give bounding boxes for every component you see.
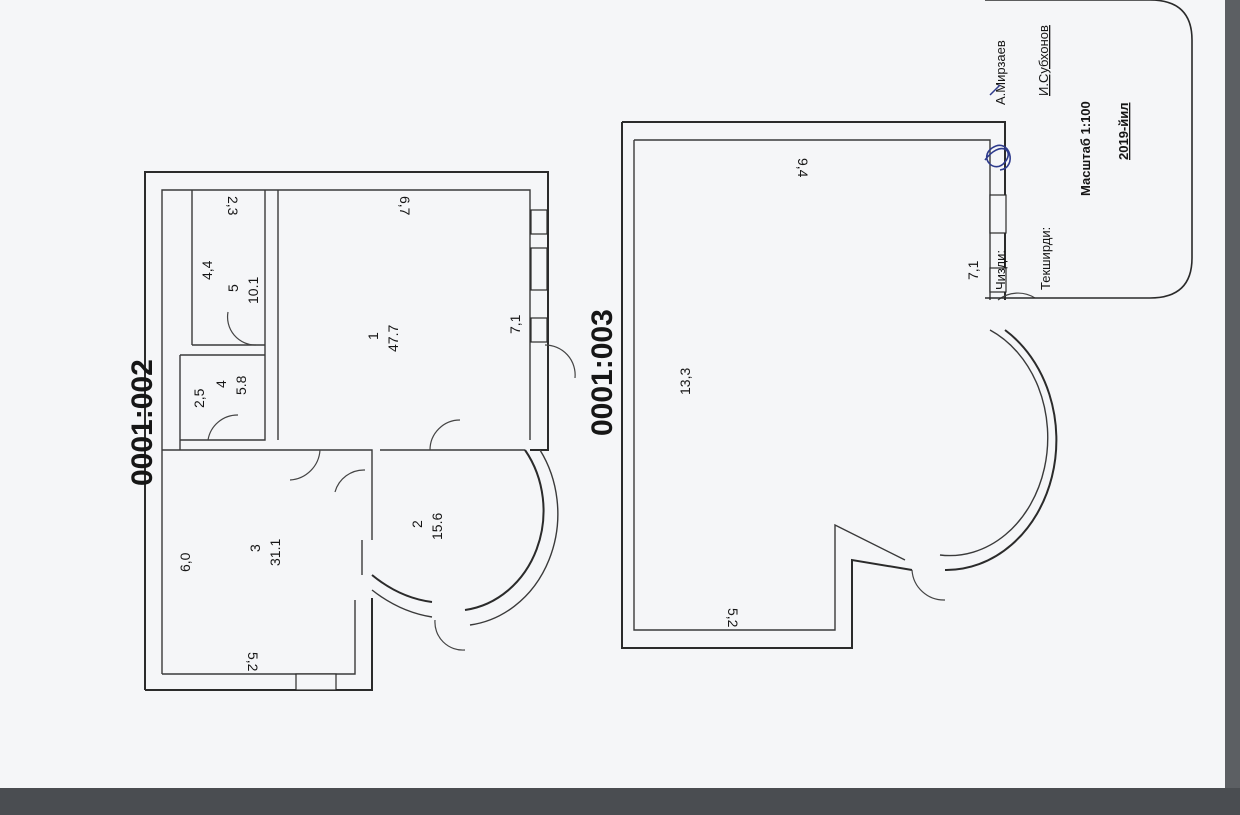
plan-b-outer-top — [622, 121, 1006, 300]
dim-7-1-b: 7,1 — [965, 260, 981, 280]
bay-left-wall — [371, 574, 433, 603]
bay-left-wall-inner — [371, 589, 433, 618]
room-5-no: 5 — [225, 284, 241, 292]
room-5-area: 10.1 — [245, 277, 261, 304]
room-3-area: 31.1 — [267, 539, 283, 566]
room-2-no: 2 — [409, 520, 425, 528]
room-1-area: 47.7 — [385, 325, 401, 352]
plan-b-bay-outer — [944, 329, 1058, 572]
drawn-by-name: А.Мирзаев — [993, 40, 1008, 105]
paper-sheet — [0, 0, 1225, 790]
door-arc-1 — [429, 419, 461, 451]
dim-2-3: 2,3 — [225, 196, 241, 216]
scale-label: Масштаб 1:100 — [1078, 101, 1093, 196]
window-a3 — [530, 247, 548, 291]
dim-13-3: 13,3 — [677, 368, 693, 395]
plan-a-id: 0001:002 — [126, 359, 159, 486]
plan-b-inner-top — [634, 139, 991, 300]
room-2-area: 15.6 — [429, 513, 445, 540]
dim-5-2-a: 5,2 — [245, 652, 261, 672]
page-bottom-shadow — [0, 788, 1240, 815]
stamp-frame — [985, 0, 1193, 299]
dim-9-4: 9,4 — [795, 158, 811, 178]
room-3-no: 3 — [247, 544, 263, 552]
plan-b-window-1 — [989, 194, 1007, 234]
dim-6-0: 6,0 — [177, 552, 193, 572]
plan-b-window-2 — [989, 267, 1007, 293]
door-arc-5 — [226, 311, 257, 346]
checked-label: Текширди: — [1038, 227, 1053, 290]
door-arc-3 — [289, 449, 321, 481]
drawn-by-label: Чизди: — [993, 250, 1008, 290]
bay-wall-inner — [469, 449, 559, 626]
dim-6-7: 6,7 — [397, 196, 413, 216]
checked-name: И.Субхонов — [1036, 25, 1051, 96]
room-4-no: 4 — [213, 380, 229, 388]
dim-7-1-a: 7,1 — [507, 314, 523, 334]
plan-a-outer-wall-bottom — [145, 598, 373, 691]
plan-a: 0001:002 1 47.7 2 15.6 3 31.1 4 5.8 5 10… — [126, 171, 576, 691]
window-a4 — [530, 317, 548, 343]
door-arc-entry — [544, 344, 576, 379]
door-arc-2 — [334, 469, 366, 493]
plan-a-outer-wall — [144, 171, 549, 690]
plan-a-inner-wall — [161, 189, 531, 674]
plan-b: 0001:003 9,4 13,3 5,2 7,1 — [586, 121, 1058, 649]
plan-b-outer-wall — [621, 122, 913, 649]
window-a2 — [530, 209, 548, 235]
year-label: 2019-йил — [1116, 103, 1131, 161]
dim-4-4: 4,4 — [199, 260, 215, 280]
wall-room-3-right — [162, 449, 373, 540]
plan-b-inner-wall — [633, 140, 906, 631]
room-1-no: 1 — [365, 332, 381, 340]
signature-mark — [989, 84, 1001, 96]
dim-2-5: 2,5 — [191, 388, 207, 408]
dim-5-2-b: 5,2 — [725, 608, 741, 628]
plan-b-bay-inner — [939, 329, 1049, 557]
bay-wall-outer — [464, 449, 545, 611]
door-arc-bay — [434, 619, 466, 651]
plan-a-inner-wall-bottom — [162, 600, 356, 675]
plan-b-id: 0001:003 — [586, 309, 619, 436]
page-edge-shadow — [1225, 0, 1240, 815]
plan-b-door-arc-1 — [911, 569, 946, 601]
signature-image — [984, 144, 1011, 171]
room-4-area: 5.8 — [233, 375, 249, 395]
title-stamp: Чизди: А.Мирзаев Текширди: И.Субхонов Ма… — [984, 0, 1193, 299]
window-a1 — [295, 673, 337, 691]
door-arc-4 — [207, 414, 239, 441]
